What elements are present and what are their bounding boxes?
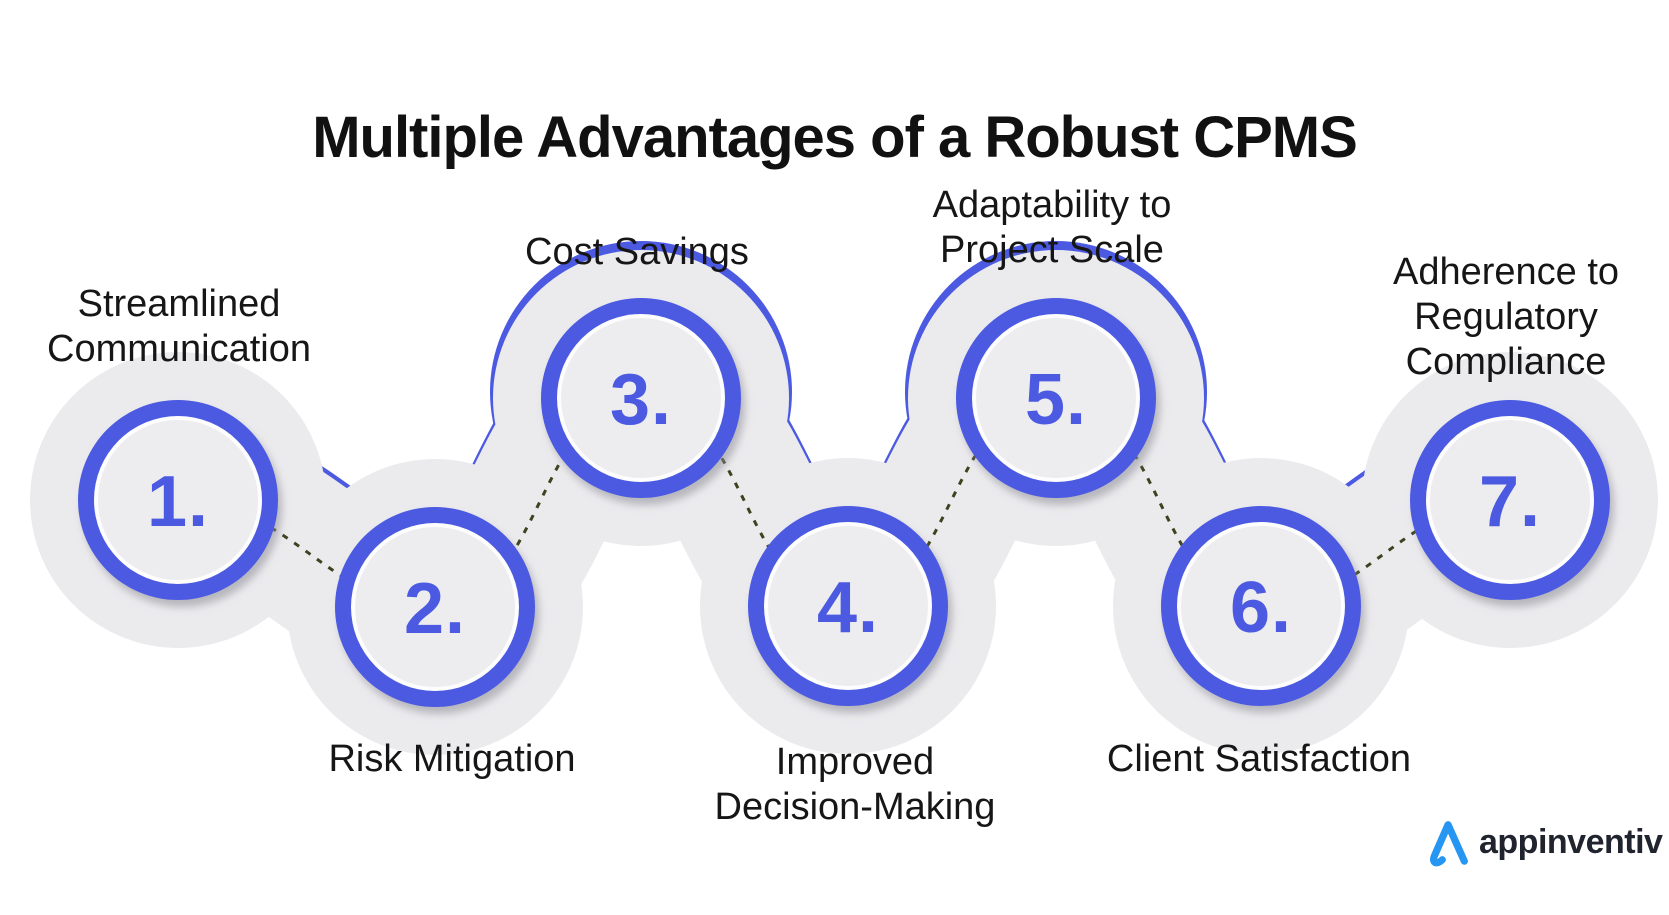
step-number-6: 6. — [1229, 568, 1293, 648]
appinventiv-logo-icon — [1430, 821, 1468, 867]
step-label-7-line-3: Compliance — [1405, 341, 1607, 383]
step-label-2: Risk Mitigation — [328, 737, 575, 782]
appinventiv-logo: appinventiv — [1426, 816, 1663, 868]
step-label-7: Adherence to Regulatory Compliance — [1393, 250, 1619, 385]
step-circle-2 — [335, 507, 535, 707]
appinventiv-logo-text: appinventiv — [1479, 822, 1663, 861]
step-number-3: 3. — [609, 360, 673, 440]
step-label-2-line-1: Risk Mitigation — [328, 738, 576, 780]
step-label-1-line-1: Streamlined — [77, 283, 281, 325]
step-label-4-line-2: Decision-Making — [714, 786, 996, 828]
step-label-5-line-2: Project Scale — [940, 229, 1164, 271]
step-circle-7 — [1410, 400, 1610, 600]
step-label-5: Adaptability to Project Scale — [933, 183, 1172, 273]
page-title: Multiple Advantages of a Robust CPMS — [312, 104, 1358, 170]
step-label-7-line-2: Regulatory — [1414, 296, 1598, 338]
step-label-1-line-2: Communication — [47, 328, 311, 370]
step-circle-5 — [956, 298, 1156, 498]
step-circle-3 — [541, 298, 741, 498]
step-label-6: Client Satisfaction — [1107, 737, 1411, 782]
step-label-4: Improved Decision-Making — [715, 740, 996, 830]
step-label-7-line-1: Adherence to — [1392, 251, 1620, 293]
step-label-3: Cost Savings — [525, 230, 749, 275]
step-circle-6 — [1161, 506, 1361, 706]
step-number-2: 2. — [403, 569, 467, 649]
step-circle-1 — [78, 400, 278, 600]
step-label-4-line-1: Improved — [775, 741, 935, 783]
step-number-1: 1. — [146, 462, 210, 542]
step-number-5: 5. — [1024, 360, 1088, 440]
step-label-6-line-1: Client Satisfaction — [1106, 738, 1412, 780]
step-label-3-line-1: Cost Savings — [525, 231, 749, 273]
step-number-4: 4. — [816, 568, 880, 648]
step-number-7: 7. — [1478, 462, 1542, 542]
step-label-1: Streamlined Communication — [47, 282, 311, 372]
step-circle-4 — [748, 506, 948, 706]
step-label-5-line-1: Adaptability to — [932, 184, 1172, 226]
